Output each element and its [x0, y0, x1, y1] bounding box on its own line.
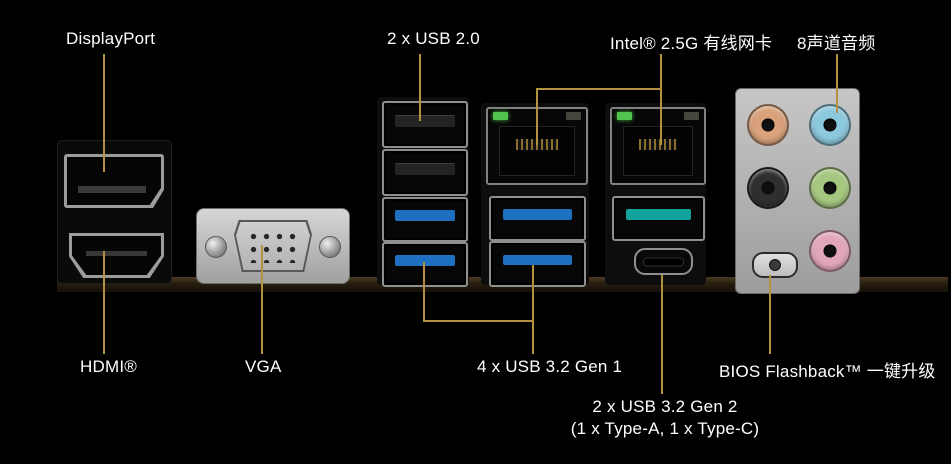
hdmi-cavity: [72, 236, 161, 275]
callout-line-gen1-left: [423, 262, 425, 322]
callout-line-gen1-right: [532, 265, 534, 354]
jack-hole: [761, 181, 775, 195]
label-vga: VGA: [245, 357, 282, 376]
usb32gen1-port-4: [489, 241, 586, 287]
displayport-contacts: [78, 186, 146, 193]
callout-line-gen1-horizontal: [423, 320, 534, 322]
callout-line-gen2: [661, 275, 663, 394]
usb-c-slot: [643, 257, 684, 266]
label-displayport: DisplayPort: [66, 29, 156, 48]
label-bios-flashback: BIOS Flashback™ 一键升级: [719, 362, 936, 381]
usb3-tongue: [503, 209, 572, 220]
usb2-port-2: [382, 149, 468, 196]
callout-line-lan-right: [660, 54, 662, 145]
usb32gen1-port-2: [382, 242, 468, 287]
label-hdmi: HDMI®: [80, 357, 137, 376]
usb3-tongue: [394, 255, 456, 266]
usb2-tongue: [394, 115, 456, 127]
lan-led-active: [617, 112, 632, 120]
usb-gen2-tongue: [625, 209, 692, 220]
vga-pins: [245, 229, 301, 263]
vga-screw-right: [319, 236, 341, 258]
callout-line-vga: [261, 245, 263, 354]
usb2-tongue: [394, 163, 456, 175]
usb3-tongue: [394, 210, 456, 221]
audio-jack-black: [747, 167, 789, 209]
bios-flashback-button: [752, 252, 798, 278]
usb3-tongue: [503, 254, 572, 266]
label-lan: Intel® 2.5G 有线网卡: [610, 34, 773, 53]
label-audio: 8声道音频: [797, 34, 876, 53]
ethernet-port-2: [610, 107, 706, 185]
audio-jack-lightblue: [809, 104, 851, 146]
rj45-contacts: [638, 139, 678, 151]
jack-hole: [761, 118, 775, 132]
label-usb2: 2 x USB 2.0: [387, 29, 480, 48]
dp-hdmi-block: [57, 140, 172, 284]
callout-line-hdmi: [103, 251, 105, 354]
label-usb32gen2-line1: 2 x USB 3.2 Gen 2: [592, 397, 738, 416]
audio-jack-orange: [747, 104, 789, 146]
callout-line-lan-horizontal: [536, 88, 662, 90]
audio-jack-green: [809, 167, 851, 209]
callout-line-lan-left: [536, 88, 538, 145]
usb32gen2-typec-port: [634, 248, 693, 275]
callout-line-bios: [769, 275, 771, 354]
lan-led-idle: [566, 112, 581, 120]
audio-jack-pink: [809, 230, 851, 272]
lan-led-active: [493, 112, 508, 120]
label-usb32gen2: 2 x USB 3.2 Gen 2 (1 x Type-A, 1 x Type-…: [565, 396, 765, 440]
usb2-port-1: [382, 101, 468, 148]
lan-led-idle: [684, 112, 699, 120]
vga-port: [196, 208, 350, 284]
callout-line-audio: [836, 54, 838, 113]
jack-hole: [823, 244, 837, 258]
rj45-cavity: [623, 126, 693, 176]
usb32gen2-typea-port: [612, 196, 705, 241]
audio-panel: [735, 88, 860, 294]
usb32gen1-port-3: [489, 196, 586, 241]
label-usb32gen1: 4 x USB 3.2 Gen 1: [477, 357, 623, 376]
callout-line-displayport: [103, 54, 105, 172]
jack-hole: [823, 118, 837, 132]
vga-screw-left: [205, 236, 227, 258]
vga-dsub-connector: [234, 220, 312, 272]
hdmi-port: [69, 233, 164, 278]
hdmi-contacts: [86, 250, 147, 256]
vga-dsub-face: [236, 222, 310, 270]
displayport-port: [64, 154, 164, 208]
bios-flashback-dot: [769, 259, 781, 271]
displayport-cavity: [67, 157, 161, 205]
callout-line-usb2: [419, 54, 421, 121]
usb32gen1-port-1: [382, 197, 468, 242]
label-usb32gen2-line2: (1 x Type-A, 1 x Type-C): [570, 419, 760, 438]
jack-hole: [823, 181, 837, 195]
